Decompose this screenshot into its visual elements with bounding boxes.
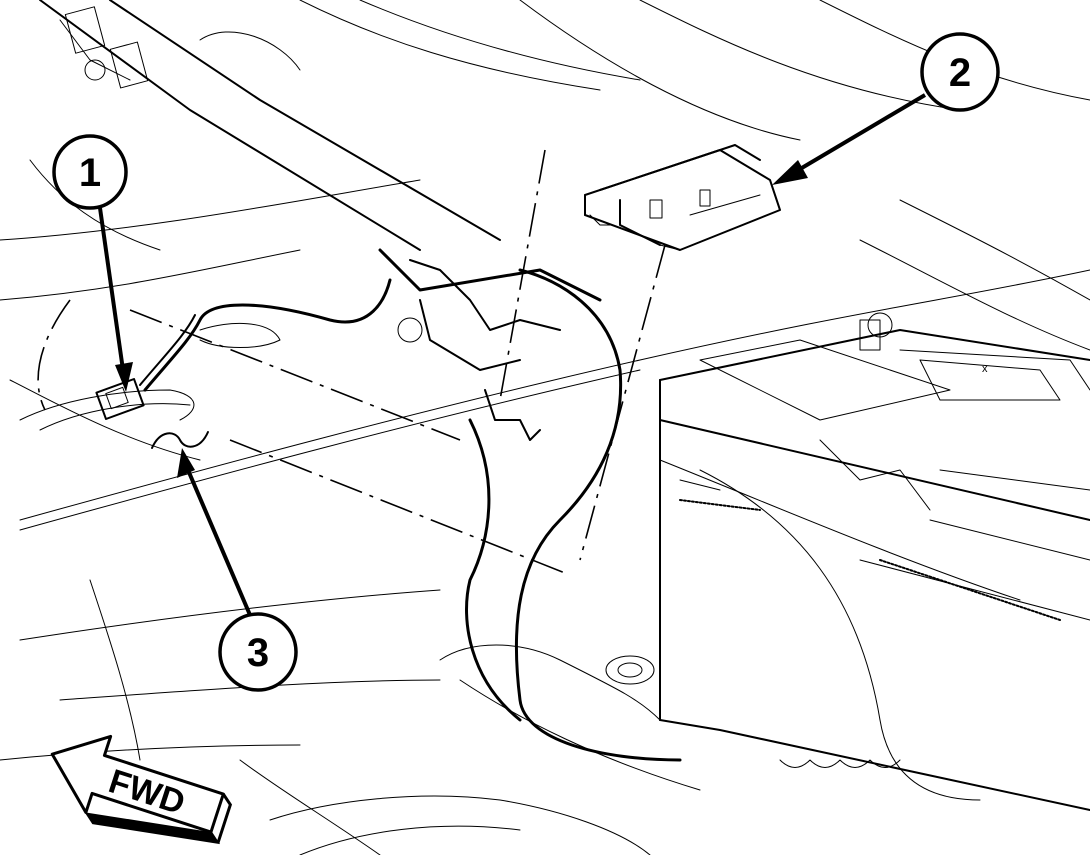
connector-1 (19, 322, 281, 431)
callout-2: 2 (920, 32, 1000, 112)
callout-3: 3 (218, 612, 298, 692)
alignment-lines (37, 149, 666, 576)
cowl-tube (39, 0, 501, 251)
module-2 (584, 144, 781, 251)
leader-arrow-1 (98, 207, 133, 392)
lower-tray (269, 644, 661, 855)
callout-2-label: 2 (949, 51, 971, 95)
callout-3-label: 3 (247, 631, 269, 675)
forward-direction-arrow: FWD (50, 734, 233, 845)
battery-marking: x (982, 363, 988, 375)
leader-arrow-2 (772, 93, 927, 185)
leader-arrows (98, 93, 927, 616)
wiring-harness (139, 248, 682, 762)
callout-1: 1 (52, 134, 128, 210)
grommet-3 (151, 431, 209, 449)
callout-1-label: 1 (79, 151, 101, 195)
leader-arrow-3 (177, 448, 252, 616)
battery: x (659, 312, 1090, 811)
